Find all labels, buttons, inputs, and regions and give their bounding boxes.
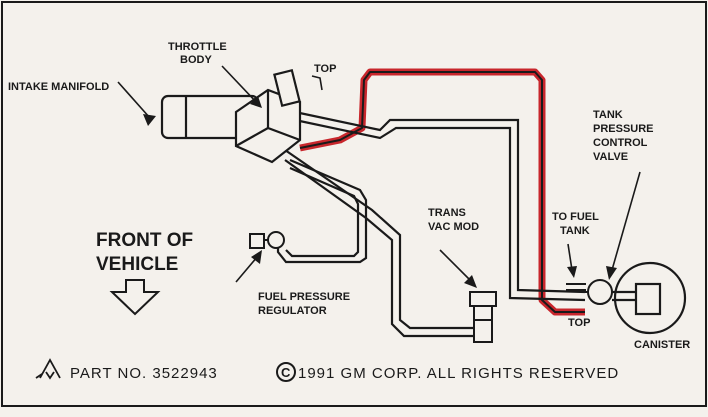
label-throttle-body-2: BODY bbox=[180, 54, 212, 66]
copyright-icon bbox=[276, 362, 296, 382]
label-throttle-body-1: THROTTLE bbox=[168, 41, 227, 53]
label-intake-manifold: INTAKE MANIFOLD bbox=[8, 81, 109, 93]
copyright-letter: C bbox=[281, 365, 291, 380]
label-front-1: FRONT OF bbox=[96, 230, 193, 251]
trans-vac-mod-arrowhead bbox=[464, 275, 477, 288]
throttle-body bbox=[234, 68, 302, 164]
label-tank-pcv-3: CONTROL bbox=[593, 137, 648, 149]
intake-manifold-leader bbox=[117, 81, 151, 119]
footer-part-number: PART NO. 3522943 bbox=[70, 365, 218, 382]
label-tank-pcv-4: VALVE bbox=[593, 151, 628, 163]
top-upper-leader bbox=[311, 75, 323, 91]
label-tank-pcv-2: PRESSURE bbox=[593, 123, 654, 135]
throttle-body-leader bbox=[221, 65, 259, 105]
intake-manifold-arrowhead bbox=[143, 114, 156, 126]
diagram-frame bbox=[1, 1, 707, 407]
to-fuel-tank-arrowhead bbox=[567, 266, 577, 278]
label-tank-pcv-1: TANK bbox=[593, 109, 623, 121]
label-trans-2: VAC MOD bbox=[428, 221, 479, 233]
fuel-pressure-regulator-arrowhead bbox=[251, 250, 262, 264]
trans-vac-mod bbox=[469, 291, 497, 343]
recycle-icon bbox=[35, 358, 61, 380]
canister bbox=[612, 261, 687, 335]
label-fpr-1: FUEL PRESSURE bbox=[258, 291, 350, 303]
tank-pcv-leader bbox=[611, 171, 641, 271]
tank-pcv-arrowhead bbox=[606, 266, 617, 280]
label-to-fuel-2: TANK bbox=[560, 225, 590, 237]
tank-pressure-control-valve bbox=[585, 279, 613, 305]
label-top-upper: TOP bbox=[314, 63, 336, 75]
label-fpr-2: REGULATOR bbox=[258, 305, 327, 317]
trans-vac-mod-leader bbox=[439, 249, 473, 283]
red-hose-inner bbox=[299, 71, 585, 313]
to-fuel-tank-leader bbox=[567, 243, 573, 271]
label-canister: CANISTER bbox=[634, 339, 690, 351]
hose-throttle-to-valve bbox=[294, 110, 586, 302]
label-trans-1: TRANS bbox=[428, 207, 466, 219]
fuel-pressure-regulator-leader bbox=[235, 255, 259, 283]
hose-to-trans-vac-mod bbox=[284, 149, 478, 338]
footer-copyright: 1991 GM CORP. ALL RIGHTS RESERVED bbox=[298, 365, 619, 382]
label-front-2: VEHICLE bbox=[96, 254, 178, 275]
label-to-fuel-1: TO FUEL bbox=[552, 211, 599, 223]
fuel-pressure-regulator bbox=[249, 231, 285, 249]
hose-to-fuel-regulator bbox=[276, 158, 368, 264]
to-fuel-tank-line bbox=[566, 283, 586, 291]
label-top-lower: TOP bbox=[568, 317, 590, 329]
front-of-vehicle-arrow-icon bbox=[109, 279, 161, 316]
throttle-body-arrowhead bbox=[250, 96, 262, 108]
